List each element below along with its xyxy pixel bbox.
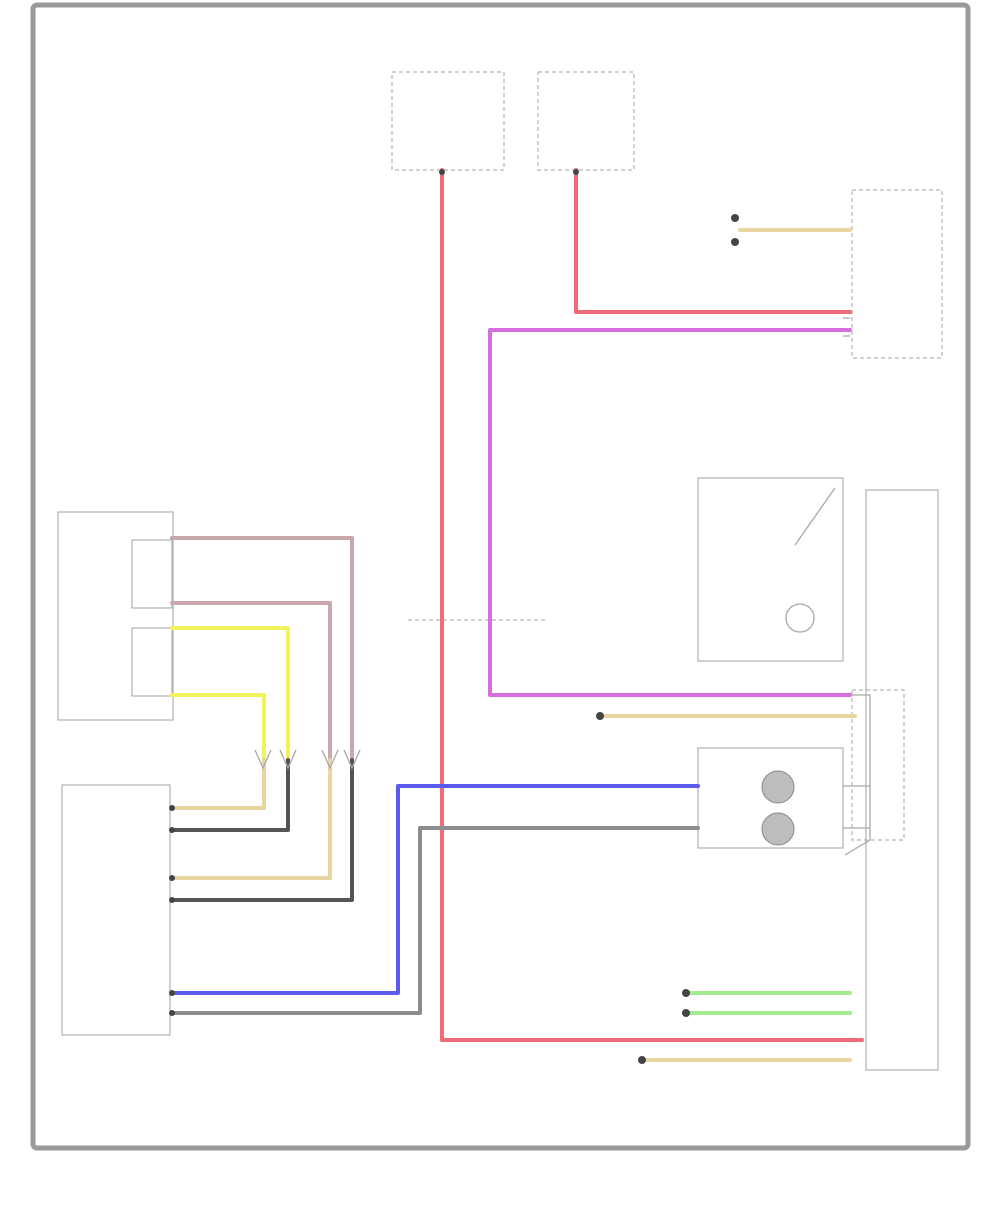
wire-tan-a — [170, 758, 266, 810]
lower-module-box — [851, 489, 939, 1071]
horn-sensor-box — [697, 747, 844, 849]
terminals — [169, 169, 739, 1064]
steering-angle-sensor-box — [57, 511, 174, 721]
wire-violet — [488, 328, 852, 697]
module-taps — [843, 317, 850, 337]
wire-red-main — [440, 168, 864, 1042]
wire-brown-2 — [170, 601, 332, 762]
right-bus-taps — [843, 785, 870, 829]
right-bus — [844, 694, 871, 856]
wire-red-upper — [574, 168, 852, 314]
wire-dark-b — [170, 758, 354, 902]
wire-yellow-1 — [170, 626, 290, 762]
connector-drops — [254, 749, 361, 770]
diagram-frame — [30, 2, 971, 1151]
steering-module-box — [61, 784, 171, 1036]
wire-dark-a — [170, 758, 290, 832]
fuse-box-1 — [391, 71, 505, 171]
wire-brown-1 — [170, 536, 354, 762]
wire-yellow-2 — [170, 693, 266, 762]
wire-tan-b — [170, 758, 332, 880]
steering-column-module-box — [851, 189, 943, 359]
fuse-box-2 — [537, 71, 635, 171]
wire-blue — [170, 784, 700, 995]
steering-column-switch-box — [697, 477, 844, 662]
wire-gray — [170, 826, 700, 1015]
